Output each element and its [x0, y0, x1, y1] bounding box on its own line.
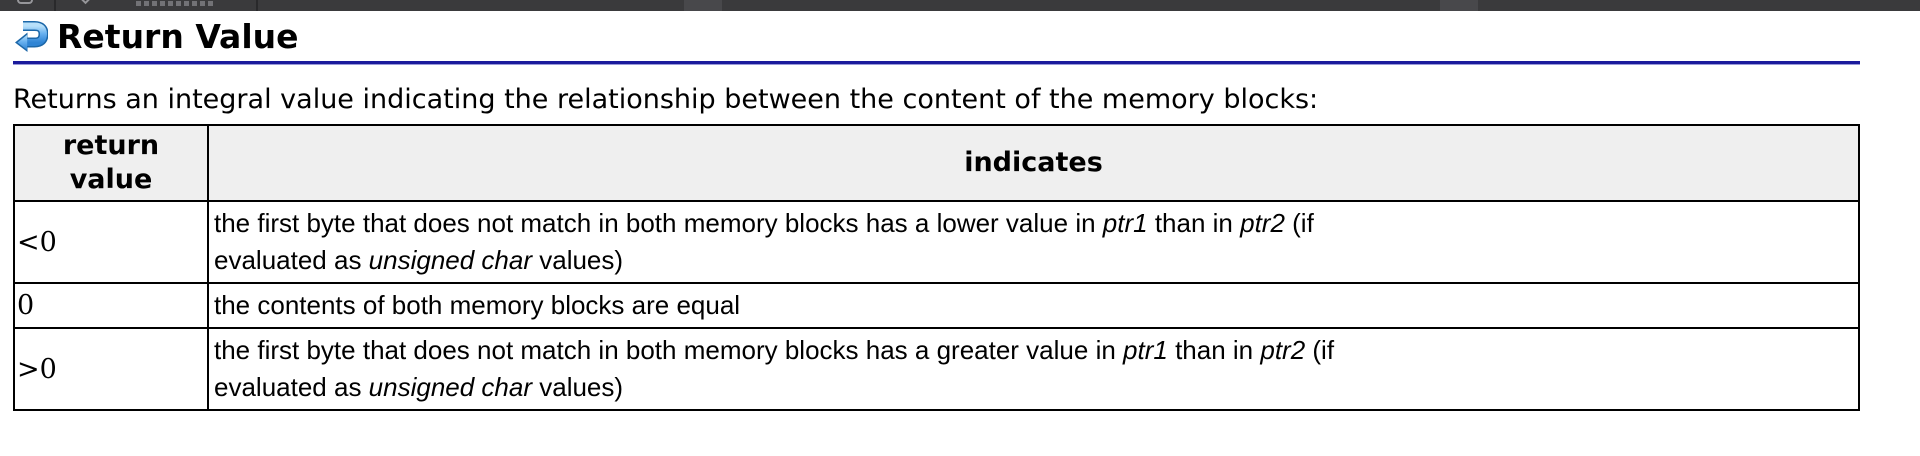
content-area: Return Value Returns an integral value i… [13, 17, 1860, 411]
col-header-return-value: return value [13, 124, 209, 202]
italic-term: unsigned char [368, 372, 533, 402]
cell-text: (if evaluated as [214, 335, 1335, 402]
return-arrow-icon [13, 19, 48, 54]
col-header-indicates: indicates [207, 124, 1860, 202]
return-value-cell: <0 [13, 200, 209, 284]
return-value-cell: 0 [13, 282, 209, 329]
truncated-toolbar-icon [17, 0, 33, 4]
chrome-separator [54, 0, 56, 11]
italic-term: ptr1 [1123, 335, 1168, 365]
cell-text: than in [1167, 335, 1261, 365]
intro-text: Returns an integral value indicating the… [13, 84, 1319, 115]
chrome-segment [1440, 0, 1478, 11]
truncated-tab-title-text [136, 1, 214, 6]
cell-text: the contents of both memory blocks are e… [214, 290, 741, 320]
browser-chrome-strip [0, 0, 1920, 11]
indicates-cell: the first byte that does not match in bo… [207, 200, 1860, 284]
indicates-cell: the contents of both memory blocks are e… [207, 282, 1860, 329]
return-value-cell: >0 [13, 327, 209, 411]
cell-text: values) [532, 372, 624, 402]
table-header-row: return value indicates [13, 124, 1860, 202]
chrome-segment [684, 0, 722, 11]
cell-text: (if evaluated as [214, 208, 1314, 275]
cell-text: the first byte that does not match in bo… [214, 208, 1103, 238]
truncated-bookmark-icon [77, 0, 94, 5]
indicates-cell: the first byte that does not match in bo… [207, 327, 1860, 411]
section-heading: Return Value [13, 17, 1860, 64]
chrome-separator [256, 0, 258, 11]
italic-term: ptr1 [1102, 208, 1148, 238]
italic-term: ptr2 [1260, 335, 1306, 365]
cell-text: than in [1147, 208, 1241, 238]
italic-term: unsigned char [368, 245, 533, 275]
italic-term: ptr2 [1240, 208, 1285, 238]
cell-text: values) [532, 245, 624, 275]
cell-text: the first byte that does not match in bo… [214, 335, 1124, 365]
section-title: Return Value [57, 17, 299, 56]
